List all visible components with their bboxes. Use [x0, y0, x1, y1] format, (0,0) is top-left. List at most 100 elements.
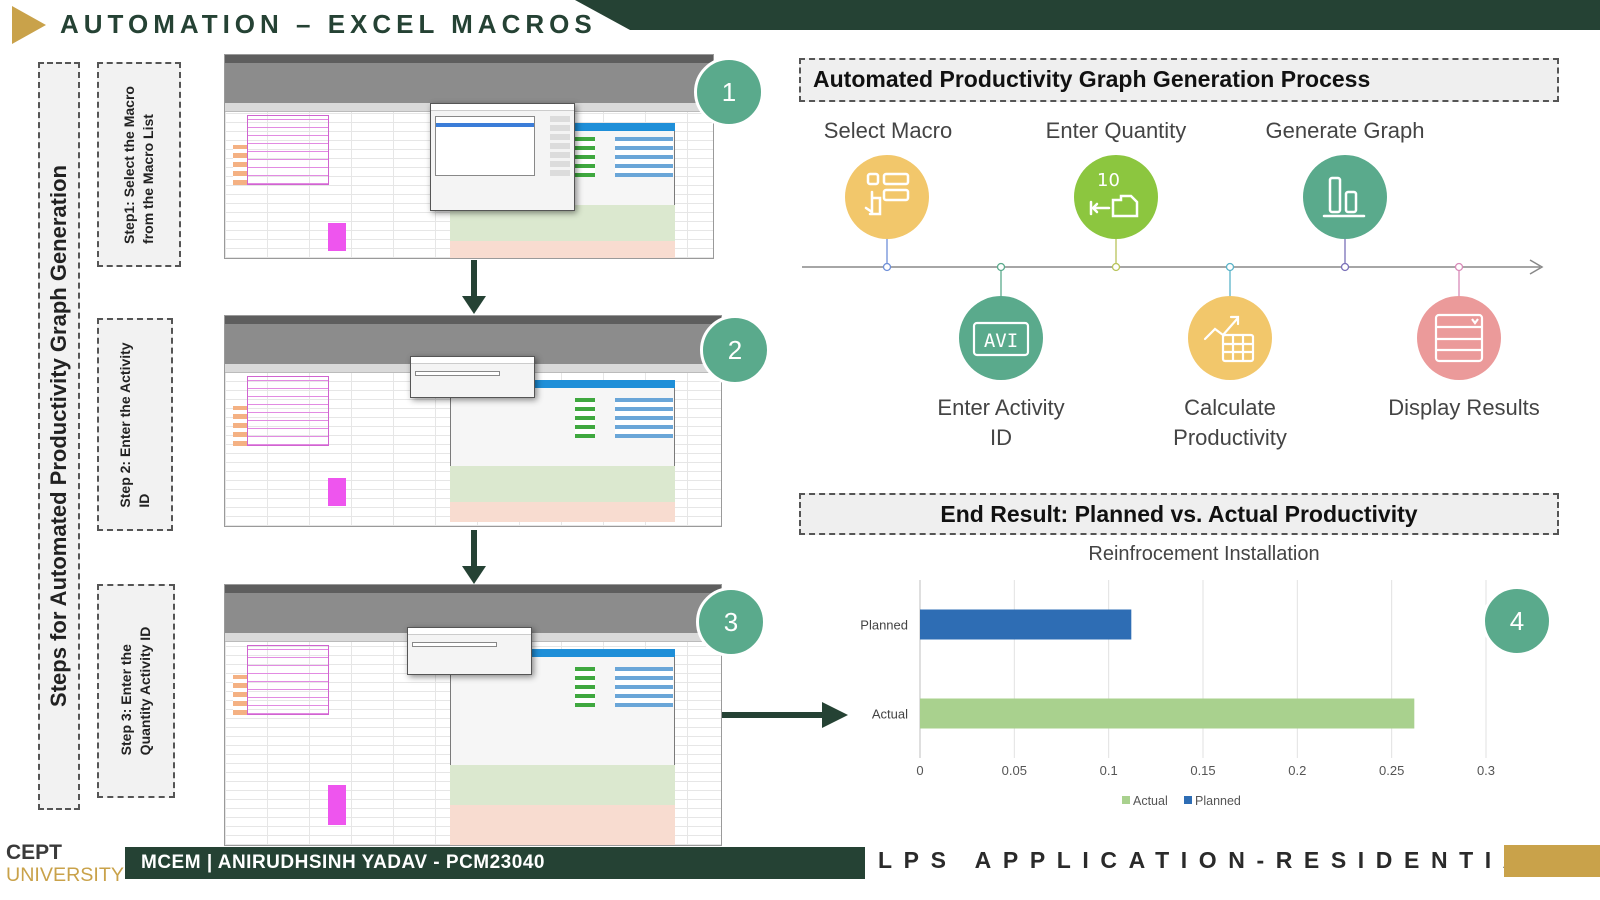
chart-bar-actual — [920, 698, 1415, 729]
step-label-calculate-productivity-line2: Productivity — [1173, 425, 1287, 450]
chart-x-tick-label: 0.25 — [1379, 763, 1404, 778]
step-label-display-results: Display Results — [1379, 393, 1549, 423]
process-timeline — [802, 236, 1544, 298]
step-label-enter-activity-id-line1: Enter Activity — [937, 395, 1065, 420]
activity-id-dialog — [410, 356, 535, 398]
excel-screenshot-step3 — [224, 584, 722, 846]
excel-screenshot-step1 — [224, 54, 714, 259]
arrow-right-icon — [722, 702, 848, 728]
step-label-select-macro: Select Macro — [823, 118, 953, 143]
excel-pink-table — [247, 645, 329, 715]
excel-table-header — [450, 649, 675, 657]
excel-blue-bars — [615, 398, 673, 438]
header-triangle-icon — [12, 6, 46, 44]
step3-label: Step 3: Enter the Quantity Activity ID — [117, 627, 155, 756]
step3-label-line2: Quantity Activity ID — [137, 626, 153, 756]
chart-x-tick-label: 0.05 — [1002, 763, 1027, 778]
steps-vertical-title: Steps for Automated Productivity Graph G… — [46, 165, 71, 707]
display-results-icon — [1417, 296, 1501, 380]
activity-id-dialog-titlebar — [411, 357, 534, 364]
step2-label-box: Step 2: Enter the Activity ID — [97, 318, 173, 531]
step1-label-box: Step1: Select the Macro from the Macro L… — [97, 62, 181, 267]
calculator-chart-icon — [1188, 296, 1272, 380]
excel-pink-table — [247, 115, 329, 185]
macro-dialog-buttons — [550, 116, 570, 176]
excel-table-header — [450, 380, 675, 388]
arrow-down-icon — [462, 530, 486, 584]
excel-chart-area-2 — [450, 805, 675, 845]
quantity-input-icon: 10 — [1074, 155, 1158, 239]
step1-number-badge: 1 — [694, 57, 764, 127]
quantity-dialog-titlebar — [408, 628, 531, 635]
macro-dialog-titlebar — [431, 104, 574, 111]
excel-screenshot-step2 — [224, 315, 722, 527]
excel-blue-bars — [615, 137, 673, 177]
chart-category-label: Actual — [872, 707, 908, 722]
excel-chart-area — [450, 205, 675, 241]
excel-pink-fill — [328, 785, 346, 825]
chart-x-tick-label: 0.1 — [1100, 763, 1118, 778]
excel-ribbon — [225, 593, 721, 633]
id-input-icon: AVI — [959, 296, 1043, 380]
excel-blue-bars — [615, 667, 673, 707]
quantity-input — [412, 642, 497, 647]
excel-menu-bar — [225, 55, 713, 63]
step3-label-box: Step 3: Enter the Quantity Activity ID — [97, 584, 175, 798]
header-title: AUTOMATION – EXCEL MACROS — [60, 9, 597, 39]
logo-line2: UNIVERSITY — [6, 865, 124, 885]
excel-green-cells — [575, 667, 595, 707]
step-label-calculate-productivity-line1: Calculate — [1184, 395, 1276, 420]
logo-line1: CEPT — [6, 841, 62, 864]
quantity-dialog — [407, 627, 532, 675]
excel-menu-bar — [225, 316, 721, 324]
excel-pink-fill — [328, 223, 346, 251]
excel-pink-table — [247, 376, 329, 446]
chart-legend-swatch — [1184, 796, 1192, 804]
excel-orange-cells — [233, 145, 247, 185]
excel-ribbon — [225, 63, 713, 103]
macro-list-selected-item — [436, 123, 534, 127]
step1-label-line1: Step1: Select the Macro — [121, 85, 137, 244]
excel-menu-bar — [225, 585, 721, 593]
step-label-enter-activity-id: Enter Activity ID — [921, 393, 1081, 453]
step2-label-line2: ID — [136, 493, 152, 508]
step1-label: Step1: Select the Macro from the Macro L… — [120, 86, 158, 244]
step-label-generate-graph: Generate Graph — [1265, 118, 1425, 143]
step1-label-line2: from the Macro List — [140, 113, 156, 244]
excel-orange-cells — [233, 406, 247, 446]
footer-project-title: LPS APPLICATION-RESIDENTIAL — [878, 847, 1557, 873]
excel-chart-area — [450, 466, 675, 502]
header-band — [575, 0, 1600, 30]
footer-author: MCEM | ANIRUDHSINH YADAV - PCM23040 — [141, 852, 545, 873]
step-label-enter-activity-id-line2: ID — [990, 425, 1012, 450]
excel-chart-area-2 — [450, 241, 675, 258]
excel-chart-area — [450, 765, 675, 805]
excel-green-cells — [575, 137, 595, 177]
chart-legend-swatch — [1122, 796, 1130, 804]
chart-legend-label: Planned — [1195, 794, 1241, 808]
chart-x-tick-label: 0 — [916, 763, 923, 778]
result-number-badge: 4 — [1482, 586, 1552, 656]
id-icon-text: AVI — [984, 330, 1018, 352]
chart-bar-planned — [920, 609, 1132, 640]
process-title: Automated Productivity Graph Generation … — [799, 58, 1559, 102]
footer-accent — [1504, 845, 1600, 877]
footer-band — [125, 847, 865, 879]
step3-label-line1: Step 3: Enter the — [118, 644, 134, 756]
hand-click-list-icon — [845, 155, 929, 239]
step-label-enter-quantity: Enter Quantity — [1045, 118, 1187, 143]
step3-number-badge: 3 — [696, 587, 766, 657]
step2-label-line1: Step 2: Enter the Activity — [117, 341, 133, 508]
productivity-chart: Reinfrocement Installation Planned Actual… — [860, 543, 1495, 808]
macro-dialog — [430, 103, 575, 211]
chart-title: Reinfrocement Installation — [1088, 543, 1319, 565]
chart-x-tick-label: 0.2 — [1288, 763, 1306, 778]
excel-chart-area-2 — [450, 502, 675, 522]
step2-number-badge: 2 — [700, 315, 770, 385]
activity-id-input — [415, 371, 500, 376]
chart-legend-label: Actual — [1133, 794, 1168, 808]
excel-green-cells — [575, 398, 595, 438]
excel-orange-cells — [233, 675, 247, 715]
steps-vertical-title-box: Steps for Automated Productivity Graph G… — [38, 62, 80, 810]
step-label-calculate-productivity: Calculate Productivity — [1150, 393, 1310, 453]
